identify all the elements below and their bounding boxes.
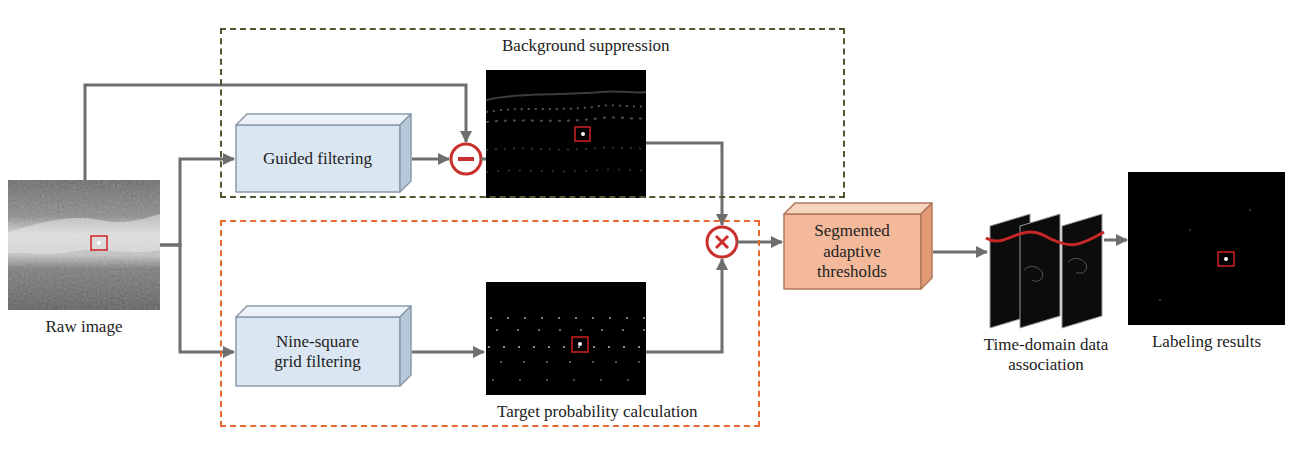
subtract-symbol — [451, 144, 481, 174]
frames-node: Time-domain data association — [988, 212, 1104, 328]
connector-arrow — [933, 251, 987, 254]
group-box: Background suppressionGuided filtering — [220, 28, 845, 198]
connector-arrow — [1104, 239, 1127, 242]
image-node: Labeling results — [1128, 172, 1285, 325]
caption-area: Raw image — [14, 317, 154, 337]
caption-area: Time-domain data association — [971, 335, 1121, 376]
box-face — [400, 114, 411, 192]
node-label: Target probability calculation — [497, 402, 698, 422]
process-box: Segmented adaptive thresholds — [783, 202, 933, 290]
raw-image — [8, 180, 160, 310]
box-face — [236, 114, 411, 125]
box-face — [236, 317, 400, 386]
node-label: Segmented adaptive thresholds — [801, 221, 903, 282]
box-text-area: Nine-square grid filtering — [235, 317, 400, 387]
box-face — [236, 306, 411, 317]
wires — [85, 85, 782, 352]
node-label: Nine-square grid filtering — [262, 332, 374, 373]
connector-arrow — [160, 159, 234, 245]
connector-arrow — [160, 245, 234, 352]
box-text-area: Guided filtering — [235, 125, 400, 193]
suppressed-image — [486, 70, 646, 198]
box-face — [400, 306, 411, 386]
box-face — [236, 125, 400, 192]
box-text-area: Segmented adaptive thresholds — [783, 214, 921, 290]
result-image — [1128, 172, 1285, 325]
multiply-symbol — [707, 227, 737, 257]
process-box: Nine-square grid filtering — [235, 305, 412, 387]
time-frames — [986, 214, 1104, 328]
image-node: Raw image — [8, 180, 160, 310]
box-face — [921, 203, 932, 289]
caption-area: Labeling results — [1132, 332, 1282, 352]
box-face — [784, 203, 932, 214]
box-face — [784, 214, 921, 289]
node-label: Guided filtering — [263, 149, 372, 169]
group-box: Target probability calculation Nine-squar… — [220, 220, 760, 427]
probability-image — [486, 282, 646, 395]
node-label: Raw image — [46, 317, 123, 336]
process-box: Guided filtering — [235, 113, 412, 193]
node-label: Background suppression — [502, 36, 670, 56]
node-label: Time-domain data association — [984, 335, 1109, 374]
node-label: Labeling results — [1152, 332, 1261, 351]
